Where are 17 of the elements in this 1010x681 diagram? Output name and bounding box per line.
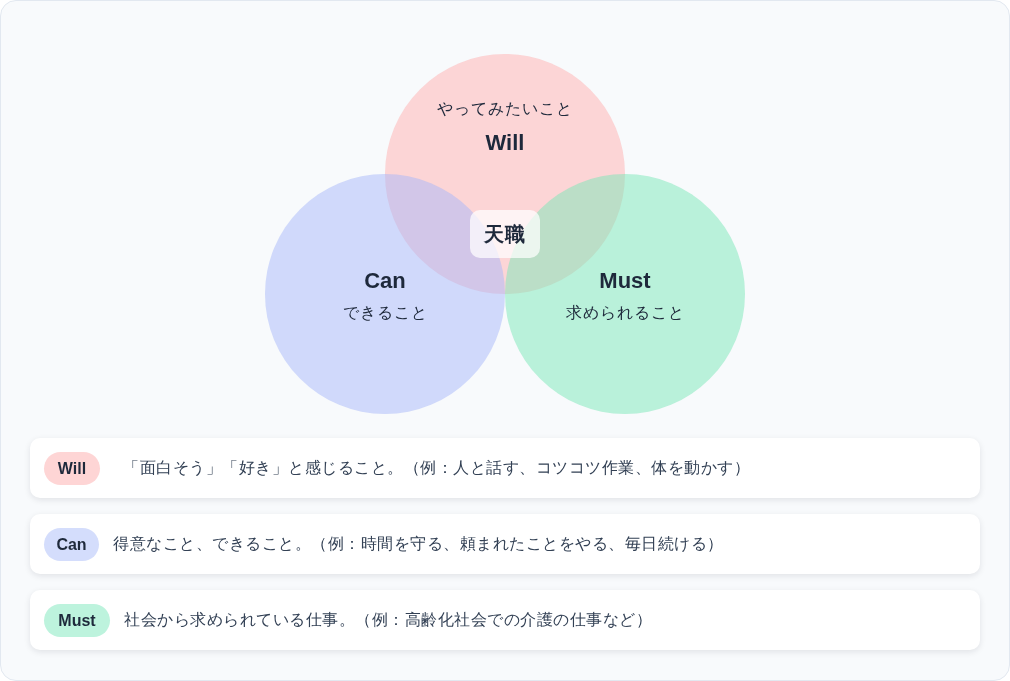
description-text: 得意なこと、できること。（例：時間を守る、頼まれたことをやる、毎日続ける）: [113, 534, 724, 554]
description-card: [30, 514, 980, 574]
circle-title: Will: [485, 129, 525, 157]
circle-title: Can: [364, 267, 406, 295]
description-card: [30, 438, 980, 498]
circle-subtitle: やってみたいこと: [437, 99, 573, 119]
venn-circle: [265, 174, 505, 414]
description-card: [30, 590, 980, 650]
description-text: 「面白そう」「好き」と感じること。（例：人と話す、コツコツ作業、体を動かす）: [123, 458, 750, 478]
circle-subtitle: できること: [342, 303, 428, 323]
circle-title: Must: [599, 267, 651, 295]
category-tag: Can: [44, 528, 99, 561]
category-tag: Must: [44, 604, 110, 637]
category-tag: Will: [44, 452, 100, 485]
circle-subtitle: 求められること: [565, 303, 685, 323]
venn-circle: [505, 174, 745, 414]
description-text: 社会から求められている仕事。（例：高齢化社会での介護の仕事など）: [124, 610, 652, 630]
